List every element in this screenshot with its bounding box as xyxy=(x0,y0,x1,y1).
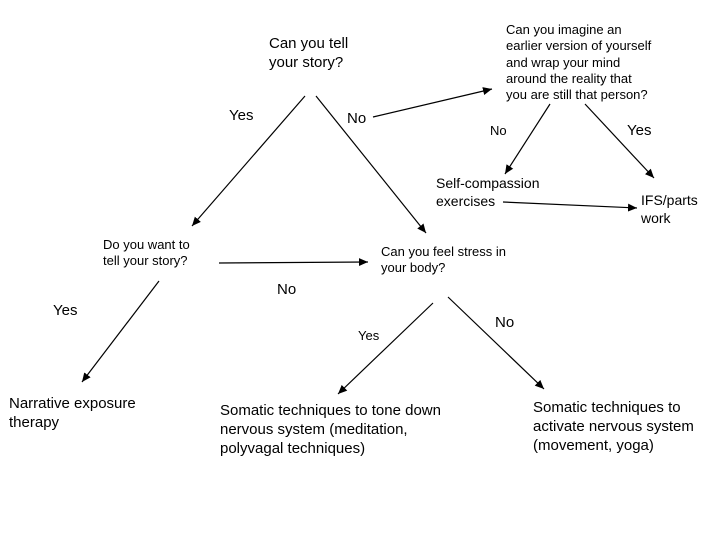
node-activate-techniques: Somatic techniques to activate nervous s… xyxy=(533,399,694,454)
node-want-to-tell: Do you want to tell your story? xyxy=(103,237,190,269)
node-ifs-parts-work: IFS/parts work xyxy=(641,192,698,226)
node-tell-story: Can you tell your story? xyxy=(269,35,349,71)
edge-label-imagine-no: No xyxy=(490,123,507,138)
edge-label-want-yes: Yes xyxy=(53,302,78,319)
arrow-tell-to-want xyxy=(191,95,306,227)
node-self-compassion: Self-compassion exercises xyxy=(436,175,540,209)
arrow-imagine-to-selfcompassion xyxy=(504,103,551,175)
node-narrative-exposure: Narrative exposure therapy xyxy=(9,395,136,431)
node-tone-down-techniques: Somatic techniques to tone down nervous … xyxy=(220,402,441,457)
edge-label-stress-yes: Yes xyxy=(358,328,380,343)
node-feel-stress: Can you feel stress in your body? xyxy=(381,244,507,276)
node-imagine-earlier-self: Can you imagine an earlier version of yo… xyxy=(506,22,652,102)
arrow-want-to-narrative xyxy=(81,280,160,383)
edge-label-want-no: No xyxy=(277,281,297,298)
edge-label-imagine-yes: Yes xyxy=(627,122,652,139)
arrow-no-to-imagine xyxy=(372,87,493,118)
edge-label-stress-no: No xyxy=(495,314,515,331)
arrow-selfcompassion-to-ifs xyxy=(502,201,638,212)
arrow-stress-to-activate xyxy=(447,296,545,390)
arrow-stress-to-tonedown xyxy=(337,302,434,395)
arrow-imagine-to-ifs xyxy=(584,103,655,179)
arrow-want-to-stress xyxy=(218,258,369,267)
edge-label-tell-yes: Yes xyxy=(229,107,254,124)
arrow-tell-to-stress xyxy=(315,95,427,234)
edge-label-tell-no: No xyxy=(347,110,367,127)
